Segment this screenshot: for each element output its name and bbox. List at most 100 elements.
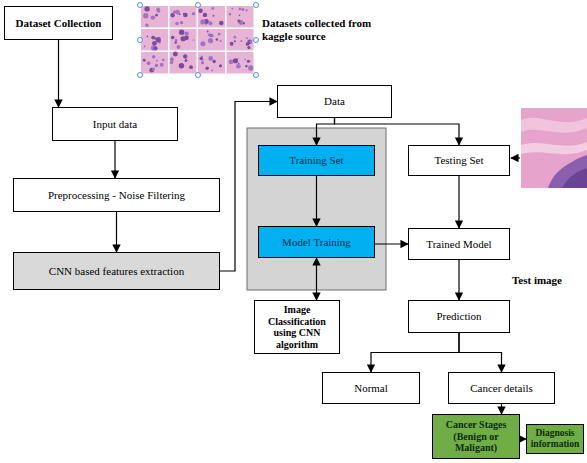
tile-nucleus: [152, 67, 155, 70]
tile-nucleus: [237, 19, 240, 22]
tile-nucleus: [200, 19, 205, 24]
box-text: Model Training: [282, 236, 351, 249]
tile-nucleus: [239, 14, 241, 16]
tile-nucleus: [208, 38, 213, 43]
process-box: Normal: [322, 372, 420, 404]
tile-nucleus: [233, 36, 236, 39]
process-box: Image Classification using CNN algorithm: [254, 300, 340, 354]
tile-nucleus: [179, 63, 184, 68]
box-text: Prediction: [436, 310, 481, 323]
tile-nucleus: [177, 45, 181, 49]
tile-nucleus: [248, 65, 253, 70]
tile-nucleus: [208, 33, 211, 36]
tile-nucleus: [246, 42, 250, 46]
tissue-nuclei: [562, 168, 587, 188]
caption-label: Test image: [512, 274, 582, 287]
process-box: Preprocessing - Noise Filtering: [13, 178, 220, 212]
selection-handle: [138, 73, 143, 78]
tile-nucleus: [175, 39, 178, 42]
tile-nucleus: [212, 15, 214, 17]
caption-label: Datasets collected from kaggle source: [262, 17, 384, 43]
thumbnail-tile: [227, 52, 254, 74]
tile-nucleus: [234, 40, 236, 42]
box-text: Image Classification using CNN algorithm: [259, 304, 335, 350]
flow-arrow: [458, 176, 459, 228]
tile-nucleus: [238, 20, 243, 25]
thumbnail-tile: [170, 6, 197, 28]
tile-nucleus: [175, 10, 180, 15]
flow-arrow: [317, 118, 335, 145]
tile-nucleus: [211, 70, 213, 72]
tile-nucleus: [184, 32, 188, 36]
tile-nucleus: [244, 59, 246, 61]
tile-nucleus: [162, 59, 165, 62]
tile-nucleus: [189, 65, 193, 69]
flow-arrow: [375, 243, 408, 244]
box-text: Dataset Collection: [16, 17, 102, 30]
flow-arrow: [458, 260, 459, 300]
tile-nucleus: [219, 21, 224, 26]
tile-nucleus: [202, 59, 204, 61]
flow-arrow: [58, 40, 59, 107]
tile-nucleus: [192, 12, 195, 15]
box-text: CNN based features extraction: [49, 265, 184, 278]
test-image: [521, 108, 587, 188]
tile-nucleus: [220, 40, 222, 42]
box-text: Preprocessing - Noise Filtering: [48, 189, 185, 202]
tile-ground: [227, 52, 254, 74]
tile-nucleus: [180, 36, 185, 41]
tile-nucleus: [247, 60, 250, 63]
tile-nucleus: [233, 58, 238, 63]
tile-nucleus: [183, 13, 188, 18]
tile-nucleus: [144, 45, 146, 47]
tile-nucleus: [153, 46, 157, 50]
tile-nucleus: [219, 64, 222, 67]
tile-nucleus: [203, 13, 207, 17]
tissue-streak: [521, 142, 587, 154]
tissue-nuclei: [548, 155, 587, 188]
process-box: Data: [277, 85, 392, 118]
flow-arrow: [371, 333, 459, 372]
tile-nucleus: [208, 56, 213, 61]
tile-ground: [141, 6, 168, 28]
process-box: Cancer details: [448, 372, 555, 404]
tissue-ground: [521, 108, 587, 188]
tile-nucleus: [216, 38, 219, 41]
tile-nucleus: [241, 8, 244, 11]
tile-nucleus: [180, 21, 183, 24]
thumbnail-tile: [170, 52, 197, 74]
tile-nucleus: [201, 55, 203, 57]
flow-arrow: [459, 333, 502, 372]
tile-nucleus: [155, 64, 159, 68]
tile-nucleus: [156, 60, 158, 62]
box-text: Data: [324, 95, 345, 108]
selection-handle: [254, 38, 259, 43]
thumbnail-tile: [141, 52, 168, 74]
tile-ground: [198, 29, 225, 51]
tile-nucleus: [144, 6, 149, 11]
tile-ground: [198, 6, 225, 28]
tile-nucleus: [150, 15, 154, 19]
tile-ground: [141, 52, 168, 74]
box-text: Cancer details: [470, 382, 533, 395]
box-text: Input data: [93, 118, 137, 131]
tile-nucleus: [170, 13, 174, 17]
tile-nucleus: [239, 8, 242, 11]
tile-nucleus: [146, 35, 148, 37]
tile-nucleus: [198, 8, 202, 12]
tile-ground: [170, 6, 197, 28]
selection-handle: [196, 3, 201, 8]
flow-arrow: [316, 258, 317, 300]
tile-nucleus: [160, 63, 164, 67]
box-text: Trained Model: [426, 238, 491, 251]
label-text: Datasets collected from kaggle source: [262, 17, 384, 43]
tile-nucleus: [211, 34, 214, 37]
box-text: Normal: [354, 382, 388, 395]
selection-handle: [196, 73, 201, 78]
process-box: Trained Model: [408, 228, 510, 260]
tile-nucleus: [229, 13, 232, 16]
tissue-streak: [521, 118, 587, 133]
tile-nucleus: [246, 9, 248, 11]
tile-nucleus: [147, 61, 151, 65]
